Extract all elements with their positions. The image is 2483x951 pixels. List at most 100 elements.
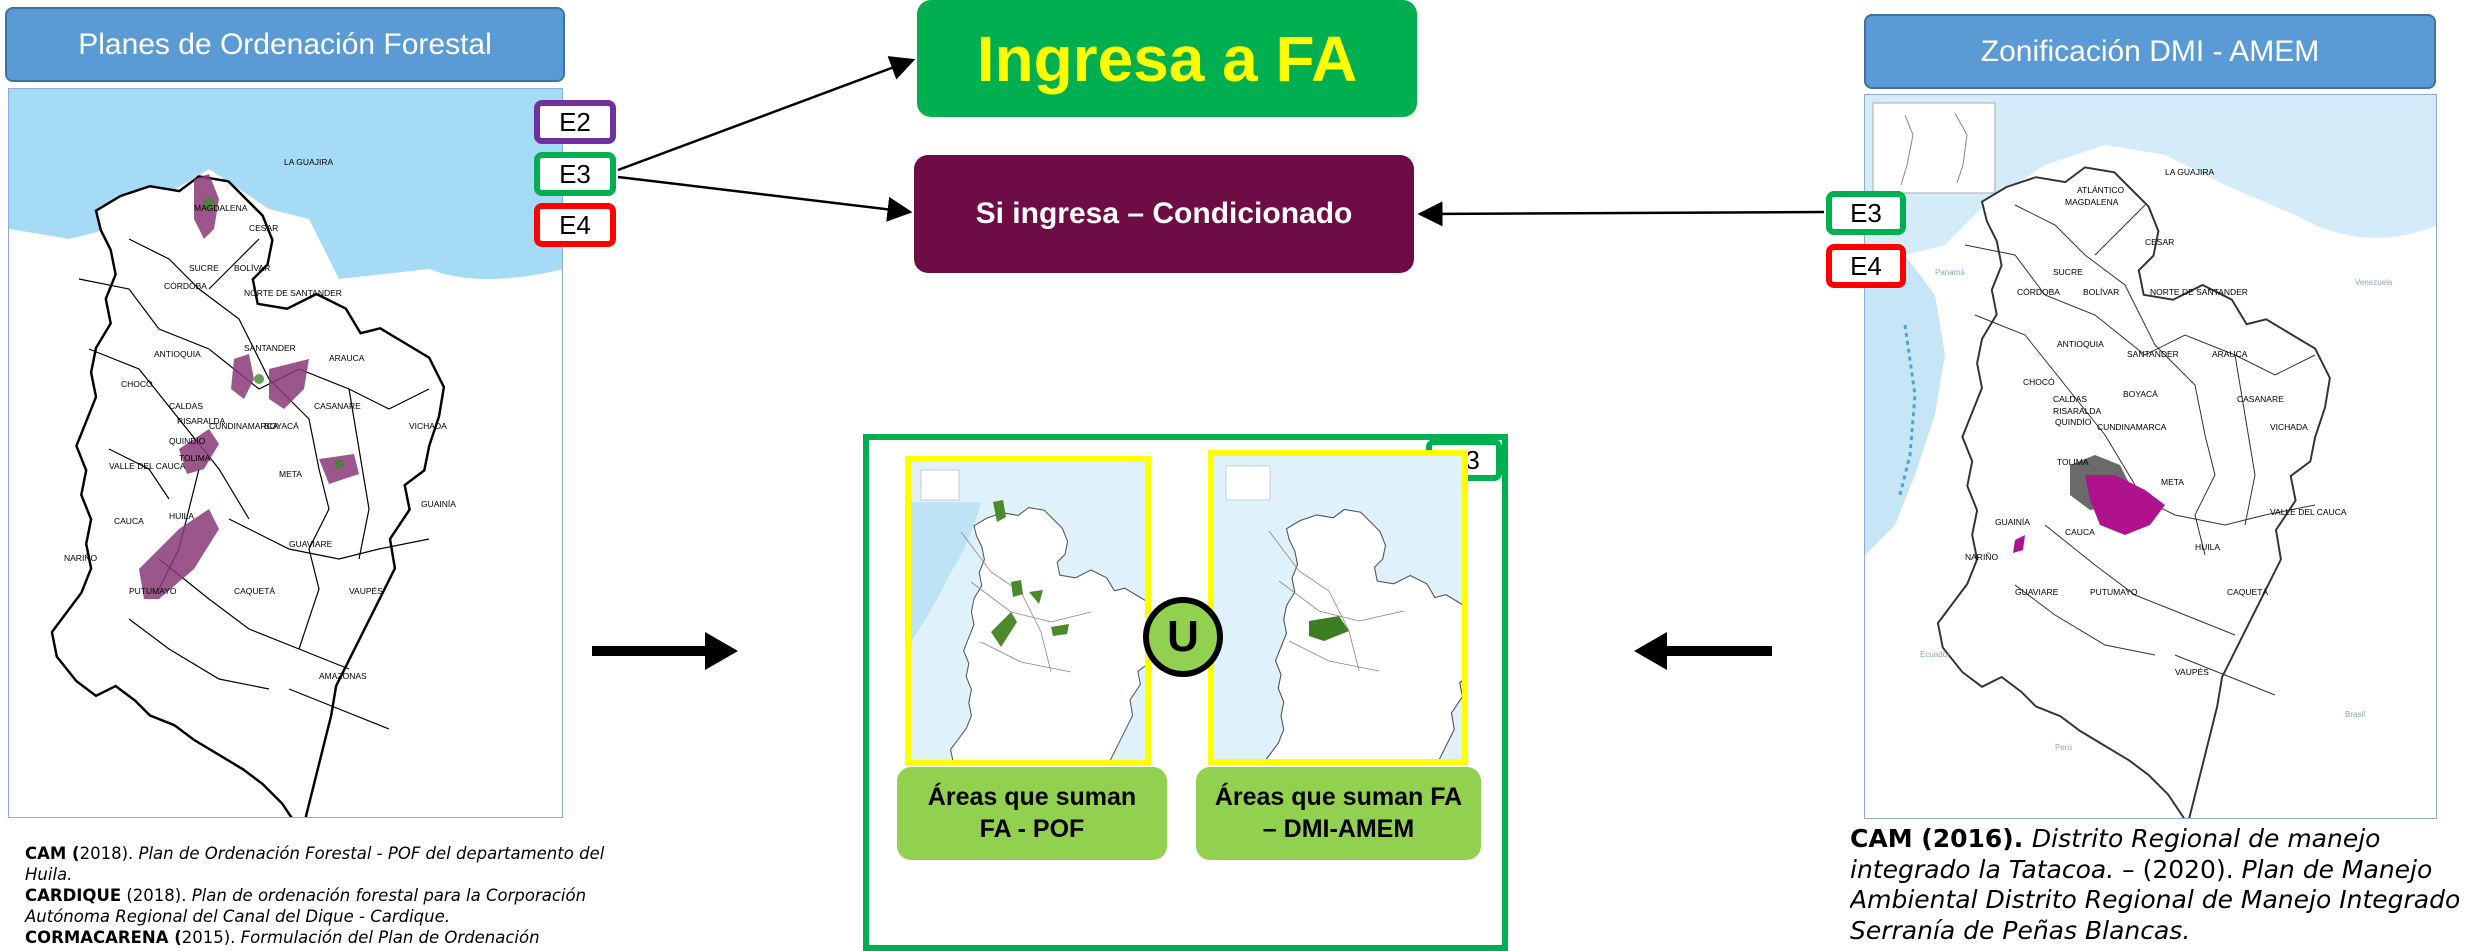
left-tag-e2-text: E2 (559, 106, 591, 137)
map-label: ARAUCA (2212, 349, 2248, 359)
card-areas-dmi-text: Áreas que suman FA – DMI-AMEM (1214, 783, 1463, 843)
map-label: QUINDÍO (169, 436, 206, 446)
banner-condicionado: Si ingresa – Condicionado (914, 155, 1414, 273)
right-citation-title-1: Distrito Regional de manejo integrado la… (1850, 824, 2381, 884)
map-label: VALLE DEL CAUCA (109, 461, 186, 471)
map-label: CHOCÓ (2023, 377, 2055, 387)
union-box (863, 434, 1508, 951)
right-map-labels: LA GUAJIRA ATLÁNTICO MAGDALENA CESAR SUCRE CÓ… (1965, 167, 2347, 677)
map-label: VAUPÉS (349, 586, 383, 596)
left-panel-title: Planes de Ordenación Forestal (5, 7, 565, 82)
map-label: CAUCA (2065, 527, 2095, 537)
left-panel-title-text: Planes de Ordenación Forestal (78, 27, 492, 61)
map-label: CESAR (249, 223, 278, 233)
arrow-thick-right-head (705, 632, 738, 670)
right-panel-title: Zonificación DMI - AMEM (1864, 14, 2436, 89)
right-tag-e4-text: E4 (1850, 250, 1882, 281)
map-label: CAUCA (114, 516, 144, 526)
right-map: LA GUAJIRA ATLÁNTICO MAGDALENA CESAR SUCRE CÓ… (1864, 94, 2437, 819)
citation-3: CORMACARENA (2015). Formulación del Plan… (25, 927, 540, 947)
arrow-right-e3-to-condicionado (1417, 201, 1825, 227)
map-label: CESAR (2145, 237, 2174, 247)
left-tag-e3: E3 (534, 152, 616, 196)
right-tag-e4: E4 (1826, 244, 1906, 288)
right-tag-e3: E3 (1826, 191, 1906, 235)
sea-label: Panamá (1935, 268, 1965, 277)
sea-label: Venezuela (2355, 278, 2393, 287)
left-citations: CAM (2018). Plan de Ordenación Forestal … (25, 844, 605, 949)
map-label: ARAUCA (329, 353, 365, 363)
map-label: CALDAS (169, 401, 203, 411)
arrow-e3-to-ingresa (617, 56, 916, 172)
card-areas-pof: Áreas que suman FA - POF (897, 767, 1167, 860)
map-label: ANTIOQUIA (154, 349, 201, 359)
map-label: ATLÁNTICO (2077, 185, 2124, 195)
union-symbol-text: U (1167, 612, 1199, 661)
map-label: HUILA (169, 511, 194, 521)
map-label: ANTIOQUIA (2057, 339, 2104, 349)
map-label: VICHADA (2270, 422, 2308, 432)
right-citation: CAM (2016). Distrito Regional de manejo … (1850, 824, 2483, 951)
right-citation-title-2: Plan de Manejo Ambiental Distrito Region… (1850, 854, 2461, 945)
map-label: VALLE DEL CAUCA (2270, 507, 2347, 517)
map-label: CUNDINAMARCA (209, 421, 279, 431)
map-label: CASANARE (314, 401, 361, 411)
map-label: BOLÍVAR (2083, 287, 2119, 297)
map-label: NARIÑO (1965, 552, 1998, 562)
map-label: NARIÑO (64, 553, 97, 563)
left-tag-e3-text: E3 (559, 158, 591, 189)
banner-ingresa-fa-text: Ingresa a FA (976, 22, 1358, 95)
map-label: VAUPÉS (2175, 667, 2209, 677)
map-label: CUNDINAMARCA (2097, 422, 2167, 432)
map-label: NORTE DE SANTANDER (244, 288, 342, 298)
mini-map-dmi (1208, 450, 1468, 765)
map-label: PUTUMAYO (129, 586, 177, 596)
map-label: CALDAS (2053, 394, 2087, 404)
dmi-magenta-area (2085, 475, 2165, 535)
map-label: CASANARE (2237, 394, 2284, 404)
sea-label: Perú (2055, 743, 2072, 752)
map-label: LA GUAJIRA (2165, 167, 2214, 177)
map-label: SUCRE (2053, 267, 2083, 277)
map-label: SANTANDER (244, 343, 296, 353)
union-symbol: U (1143, 597, 1223, 677)
map-label: META (2161, 477, 2184, 487)
map-label: AMAZONAS (319, 671, 367, 681)
map-label: TOLIMA (179, 453, 211, 463)
map-label: CÓRDOBA (164, 281, 207, 291)
right-citation-year: – (2020). (2114, 854, 2242, 884)
map-label: NORTE DE SANTANDER (2150, 287, 2248, 297)
left-tag-e4: E4 (534, 203, 616, 247)
map-label: SANTANDER (2127, 349, 2179, 359)
map-label: CÓRDOBA (2017, 287, 2060, 297)
left-tag-e4-text: E4 (559, 209, 591, 240)
left-tag-e2: E2 (534, 100, 616, 144)
map-label: MAGDALENA (194, 203, 248, 213)
left-map-borders (78, 238, 430, 730)
map-label: META (279, 469, 302, 479)
inset-map (1872, 102, 1996, 194)
map-label: HUILA (2195, 542, 2220, 552)
map-label: LA GUAJIRA (284, 157, 333, 167)
right-tag-e3-text: E3 (1850, 197, 1882, 228)
map-label: RISARALDA (177, 416, 226, 426)
card-areas-pof-text: Áreas que suman FA - POF (927, 783, 1137, 843)
map-label: GUAVIARE (289, 539, 333, 549)
map-label: CHOCÓ (121, 379, 153, 389)
map-label: CAQUETÁ (234, 586, 275, 596)
mini-map-pof (905, 456, 1151, 766)
card-areas-dmi: Áreas que suman FA – DMI-AMEM (1196, 767, 1481, 860)
map-label: MAGDALENA (2065, 197, 2119, 207)
right-map-svg: LA GUAJIRA ATLÁNTICO MAGDALENA CESAR SUCRE CÓ… (1865, 95, 2436, 818)
map-label: CAQUETÁ (2227, 587, 2268, 597)
map-label: VICHADA (409, 421, 447, 431)
arrow-thick-left-head (1634, 632, 1667, 670)
right-map-borders (1964, 204, 2316, 696)
map-label: BOYACÁ (2123, 389, 2158, 399)
map-label: PUTUMAYO (2090, 587, 2138, 597)
arrow-e3-to-condicionado (617, 175, 913, 222)
map-label: BOYACÁ (264, 421, 299, 431)
